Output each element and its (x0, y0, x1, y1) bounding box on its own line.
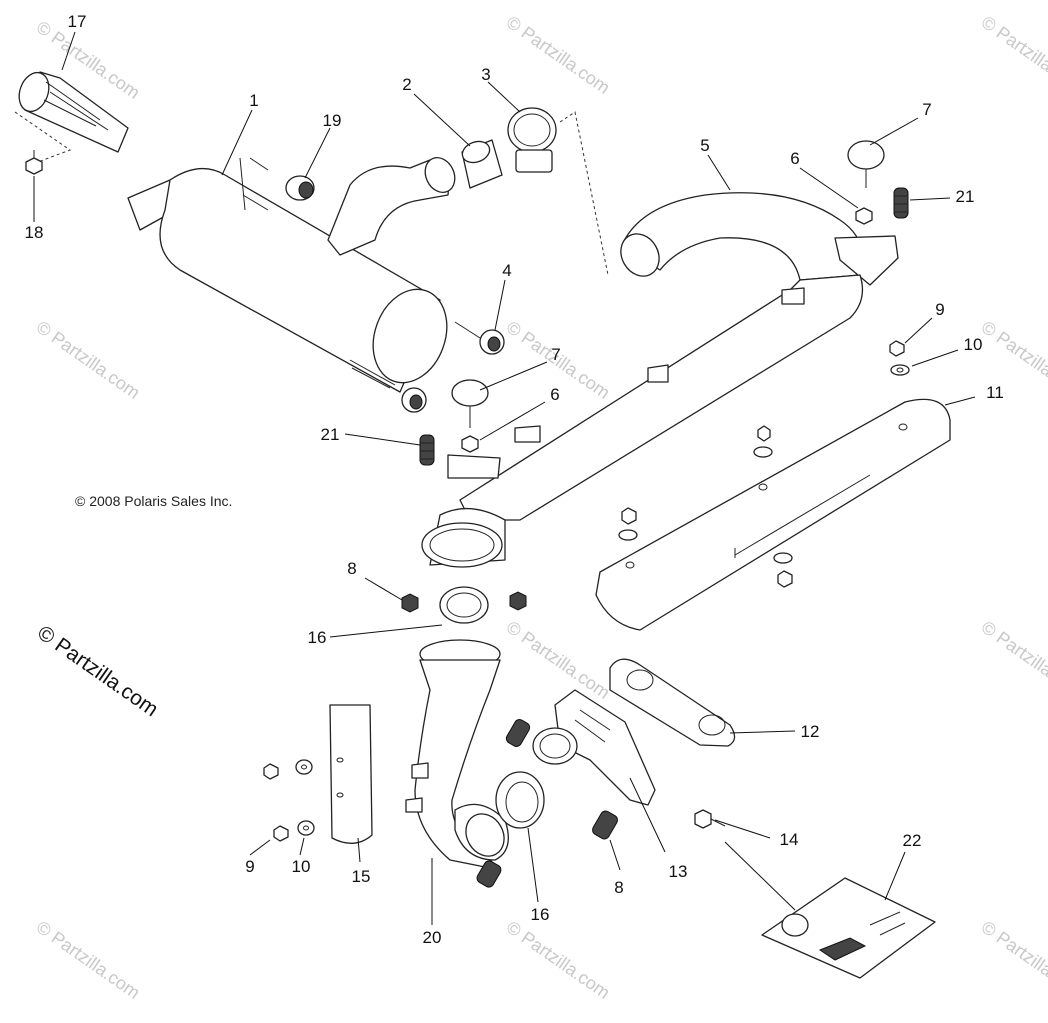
callout-18: 18 (25, 223, 44, 242)
watermark-text: © Partzilla.com (503, 12, 614, 98)
callout-21-upper: 21 (956, 187, 975, 206)
callout-12: 12 (801, 722, 820, 741)
callout-15: 15 (352, 867, 371, 886)
part-5-header-pipe (421, 192, 899, 568)
callout-14: 14 (780, 830, 799, 849)
callout-4: 4 (502, 261, 511, 280)
part-16-gasket-lower (495, 771, 545, 829)
part-9-bolt-upper (889, 340, 905, 357)
watermark-text: © Partzilla.com (33, 317, 144, 403)
part-8-nut-left (401, 593, 419, 613)
part-16-gasket-upper (439, 586, 489, 624)
callout-17: 17 (68, 12, 87, 31)
part-8-spring-manifold (592, 810, 618, 840)
callout-6-center: 6 (550, 385, 559, 404)
callout-10-upper: 10 (964, 335, 983, 354)
dashed-guide-3 (559, 111, 609, 276)
callout-16-upper: 16 (308, 628, 327, 647)
part-21-spring-center (419, 434, 435, 466)
watermark-text: © Partzilla.com (503, 917, 614, 1003)
callout-7-upper: 7 (922, 100, 931, 119)
callout-19: 19 (323, 111, 342, 130)
callout-2: 2 (402, 75, 411, 94)
part-1-muffler (127, 156, 481, 393)
watermark-large-text: © Partzilla.com (33, 621, 162, 721)
callout-10-lower: 10 (292, 857, 311, 876)
part-11-heat-shield (595, 398, 951, 631)
callout-9-upper: 9 (935, 300, 944, 319)
callout-5: 5 (700, 136, 709, 155)
dashed-guide-17 (14, 111, 72, 166)
callout-20: 20 (423, 928, 442, 947)
callout-1: 1 (249, 91, 258, 110)
callout-22: 22 (903, 831, 922, 850)
callout-11: 11 (986, 383, 1004, 402)
part-8-spring-pipe (476, 719, 531, 888)
part-14-bolt (694, 809, 726, 829)
watermark-text: © Partzilla.com (33, 917, 144, 1003)
callout-7-center: 7 (551, 345, 560, 364)
leader-lines (33, 31, 976, 925)
part-17-spark-arrestor (18, 71, 129, 153)
part-4-grommet (401, 329, 505, 413)
callout-6-upper: 6 (790, 149, 799, 168)
callout-13: 13 (669, 862, 688, 881)
part-12-manifold-gasket (609, 658, 736, 747)
part-21-spring-upper (893, 187, 909, 219)
part-20-mid-pipe (405, 639, 509, 871)
callout-21-center: 21 (321, 425, 340, 444)
callout-9-lower: 9 (245, 857, 254, 876)
part-18-screw (25, 150, 43, 175)
callout-8-upper: 8 (347, 559, 356, 578)
part-10-washer-lower (295, 759, 315, 836)
part-6-nut-center (461, 435, 479, 453)
part-7-isolator-upper (847, 140, 885, 188)
callout-8-lower: 8 (614, 878, 623, 897)
part-2-sleeve (461, 139, 503, 189)
watermark-text: © Partzilla.com (978, 917, 1048, 1003)
part-15-shield (329, 704, 373, 844)
watermark-text: © Partzilla.com (978, 12, 1048, 98)
copyright-notice: © 2008 Polaris Sales Inc. (75, 493, 232, 509)
part-6-nut-upper (855, 207, 873, 225)
watermark-text: © Partzilla.com (978, 617, 1048, 703)
part-8-nut-right (509, 591, 527, 611)
part-3-clamp (507, 107, 557, 173)
part-7-isolator-center (451, 379, 489, 428)
part-9-bolt-lower (263, 763, 289, 842)
part-13-manifold (532, 689, 656, 806)
part-22-skid-plate (761, 877, 936, 979)
callout-3: 3 (481, 65, 490, 84)
part-10-washer-upper (890, 364, 910, 376)
part-19-grommet (285, 175, 315, 201)
watermark-text: © Partzilla.com (503, 617, 614, 703)
callout-16-lower: 16 (531, 905, 550, 924)
callout-labels: 17 18 1 19 2 3 7 5 6 21 4 7 6 21 9 10 11… (25, 12, 1004, 947)
